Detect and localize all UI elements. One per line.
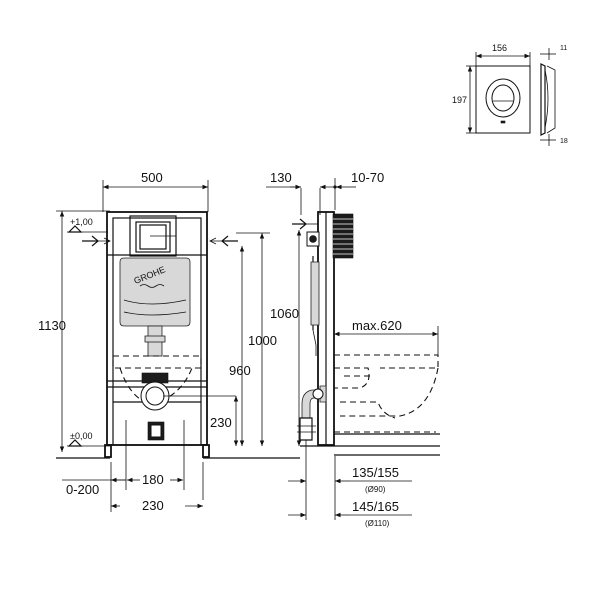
pipe2-dia-label: (Ø110): [365, 519, 390, 528]
pipe1-label: 135/155: [352, 465, 399, 480]
foot-right: [202, 444, 210, 458]
projection-label: max.620: [352, 318, 402, 333]
height-230-label: 230: [210, 415, 232, 430]
plate-logo: [500, 120, 506, 124]
wall-gap-label: 10-70: [351, 170, 384, 185]
plate-width-label: 156: [492, 43, 507, 53]
flush-plate-drawing: 156 197 11 18: [452, 43, 568, 146]
dist-floor-label: 0-200: [66, 482, 99, 497]
toilet-bowl-outline: [334, 354, 439, 369]
level-bottom-label: ±0,00: [70, 431, 92, 441]
feet-spacing-label: 230: [142, 498, 164, 513]
front-height-label: 1130: [38, 318, 66, 333]
pipe1-dia-label: (Ø90): [365, 485, 386, 494]
inlet-side-arrow: [292, 218, 307, 230]
front-width-label: 500: [141, 170, 163, 185]
height-960-label: 960: [229, 363, 251, 378]
plate-height-label: 197: [452, 95, 467, 105]
level-top-label: +1,00: [70, 217, 93, 227]
side-depth-label: 130: [270, 170, 292, 185]
foot-left: [104, 444, 112, 458]
plate-profile: [540, 63, 546, 136]
pipe-spacing-label: 180: [142, 472, 164, 487]
pipe2-label: 145/165: [352, 499, 399, 514]
plate-depth-top-label: 11: [560, 45, 567, 52]
side-view: 130 10-70: [163, 170, 440, 528]
wall-brackets: [332, 213, 354, 259]
plate-depth-bottom-label: 18: [560, 138, 568, 145]
inlet-right-arrow: [221, 235, 238, 247]
inlet-left-arrow: [82, 235, 99, 247]
cistern: [119, 257, 191, 327]
bowl-outline-front: [112, 355, 202, 369]
front-view: 500 1130 +1,00 ±0,00: [38, 170, 300, 513]
waste-pipe-end: [150, 424, 162, 438]
height-1060-label: 1060: [270, 306, 299, 321]
height-1000-label: 1000: [248, 333, 277, 348]
